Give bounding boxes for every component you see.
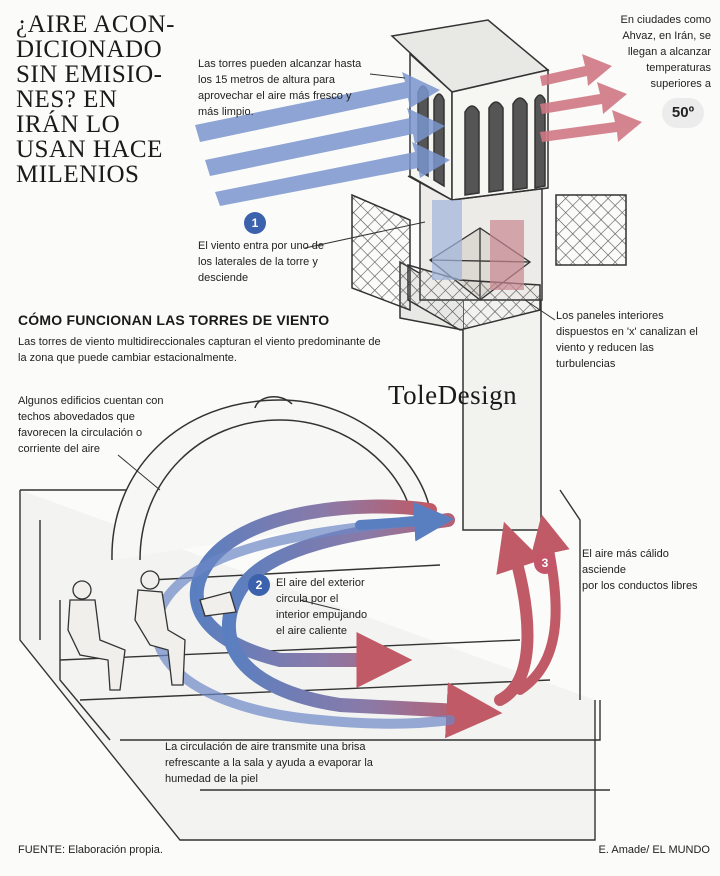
- leader-lines: [117, 73, 556, 611]
- up-air: [490, 220, 524, 290]
- down-air: [432, 200, 462, 280]
- headline: ¿AIRE ACON- DICIONADO SIN EMISIO- NES? E…: [16, 11, 175, 188]
- vaulted-dome: [111, 396, 431, 561]
- source-note: FUENTE: Elaboración propia.: [18, 844, 163, 856]
- incoming-wind-arrows: [195, 72, 450, 206]
- breeze-note: La circulación de aire transmite una bri…: [165, 741, 373, 785]
- cities-note: En ciudades como Ahvaz, en Irán, se lleg…: [620, 14, 712, 90]
- seated-people: [67, 570, 237, 691]
- credit-note: E. Amade/ EL MUNDO: [598, 844, 710, 856]
- step-2-badge: 2: [248, 574, 270, 596]
- step-1-badge: 1: [244, 212, 266, 234]
- section-description: Las torres de viento multidireccionales …: [18, 336, 381, 364]
- step-3-note: El aire más cálido asciende por los cond…: [582, 548, 698, 592]
- tower-shaft: [399, 159, 543, 531]
- step-3-badge: 3: [534, 552, 556, 574]
- lattice-panels: [351, 193, 627, 331]
- tower-height-note: Las torres pueden alcanzar hasta los 15 …: [198, 58, 362, 118]
- hot-air-arrows: [540, 54, 642, 142]
- panels-note: Los paneles interiores dispuestos en 'x'…: [556, 310, 698, 370]
- tower-cap: [390, 19, 550, 202]
- domes-note: Algunos edificios cuentan con techos abo…: [18, 395, 164, 455]
- step-1-note: El viento entra por uno de los laterales…: [198, 240, 324, 284]
- temperature-badge: 50º: [662, 98, 704, 128]
- watermark: ToleDesign: [388, 380, 518, 410]
- section-title: CÓMO FUNCIONAN LAS TORRES DE VIENTO: [18, 312, 330, 328]
- step-2-note: El aire del exterior circula por el inte…: [276, 577, 368, 637]
